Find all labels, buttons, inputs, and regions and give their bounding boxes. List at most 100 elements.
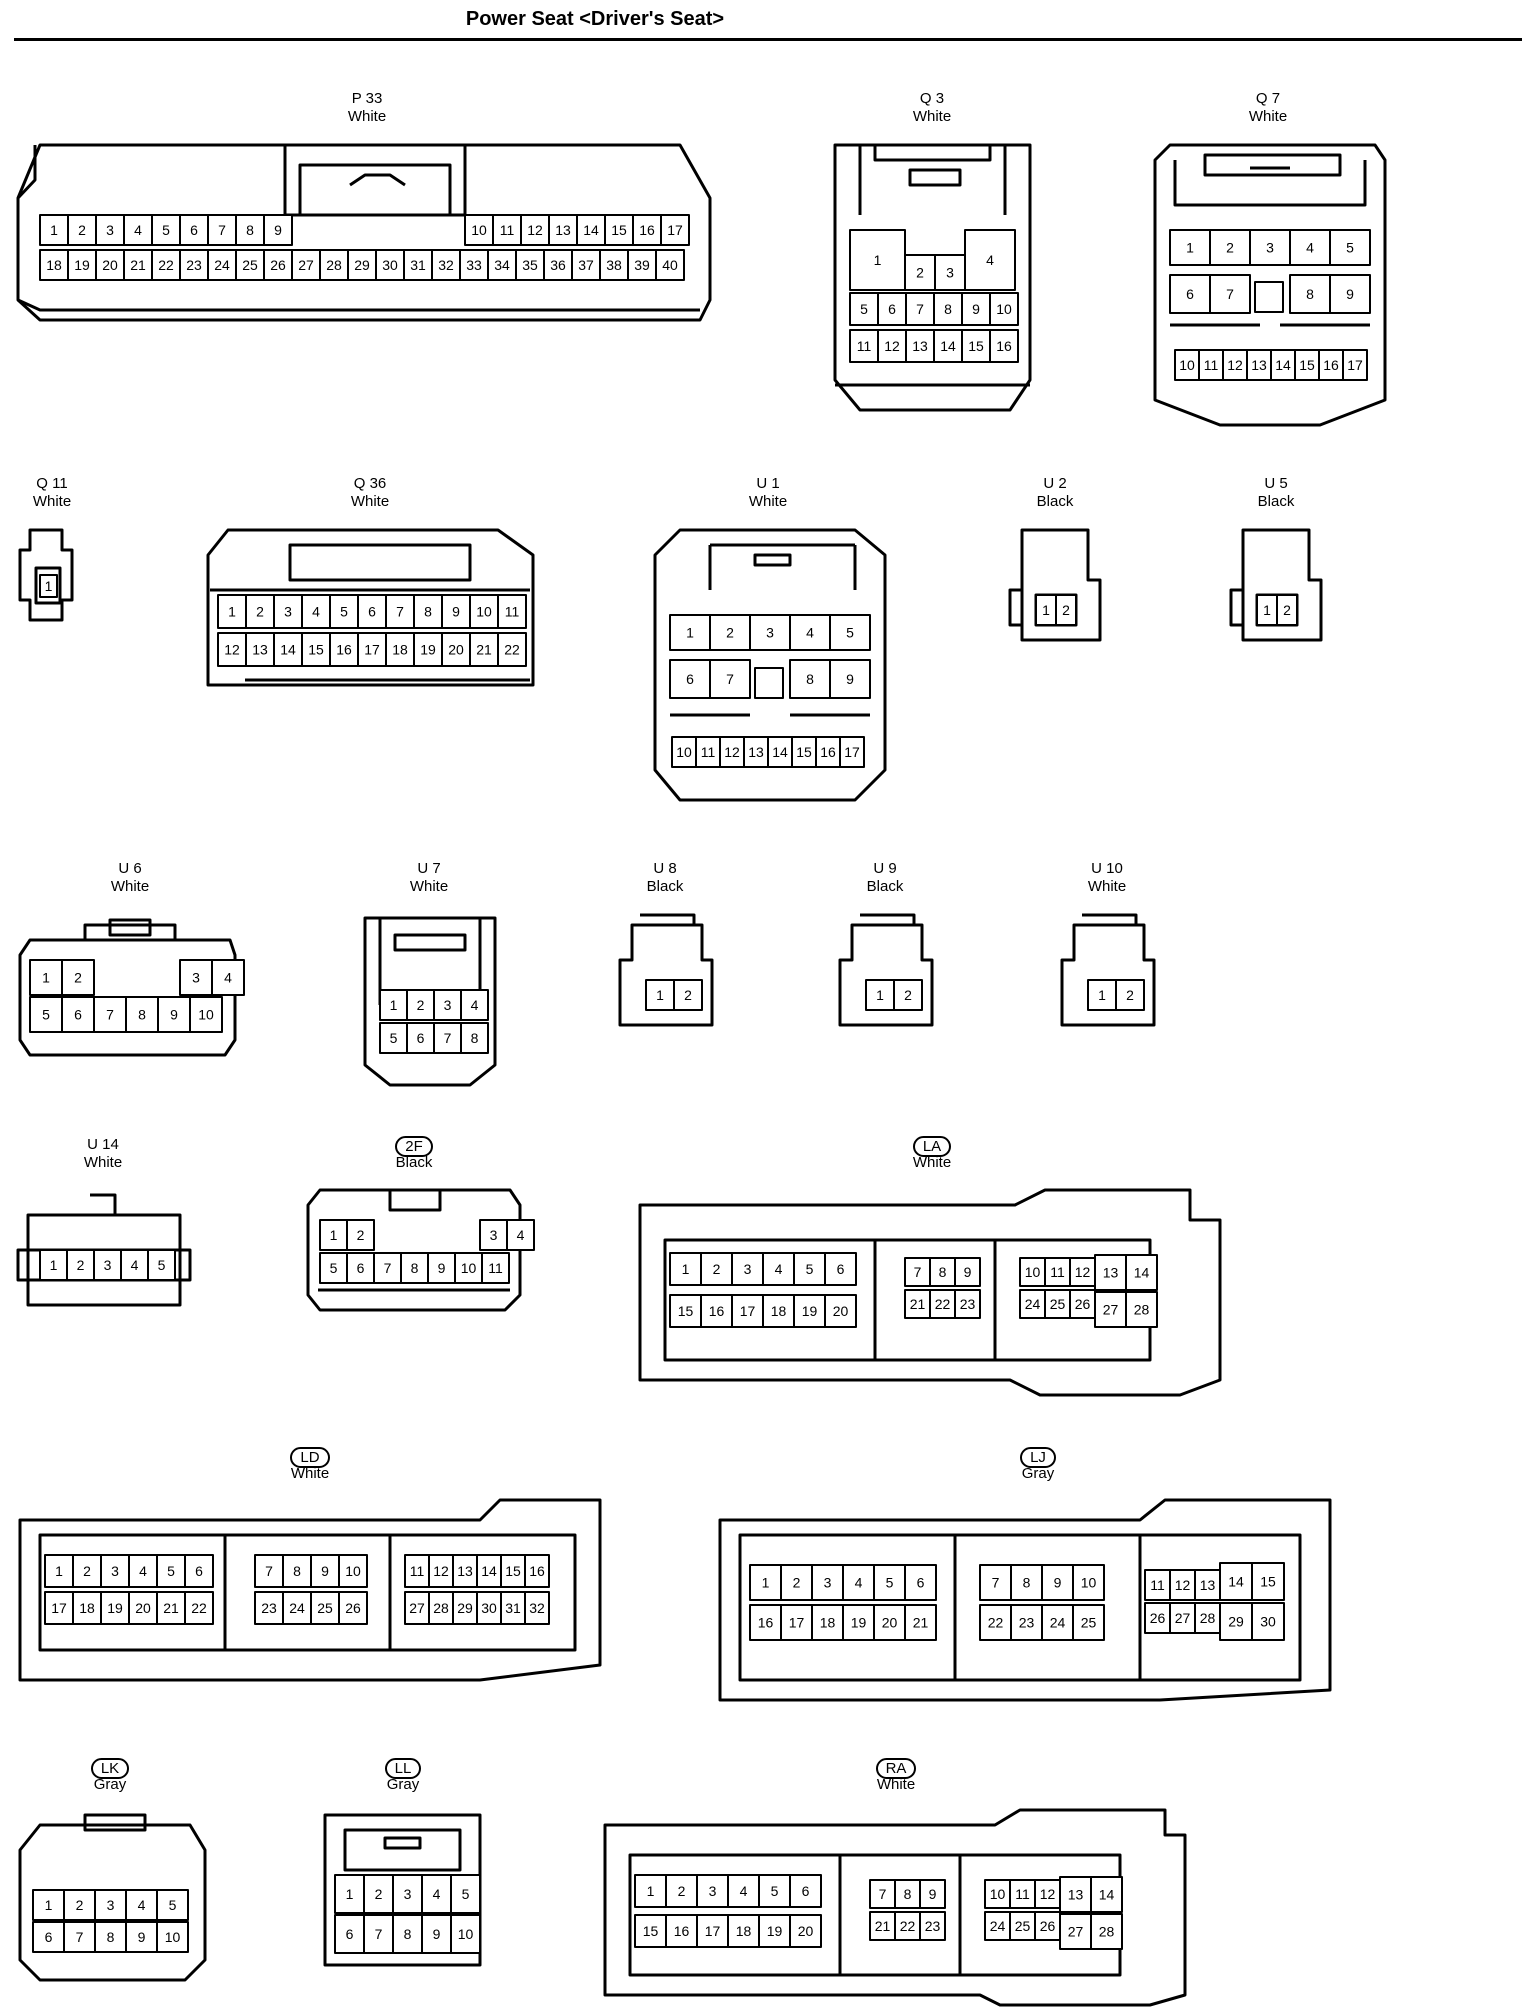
- pin-cell: 40: [655, 249, 685, 281]
- pin-cell: 10: [989, 292, 1019, 326]
- pin-number: 1: [874, 252, 882, 268]
- pin-number: 2: [78, 222, 86, 238]
- pin-number: 10: [990, 1886, 1006, 1902]
- pin-number: 4: [775, 1261, 783, 1277]
- pin-number: 4: [139, 1563, 147, 1579]
- pin-cell: 4: [727, 1874, 760, 1908]
- pin-cell: 17: [839, 736, 865, 768]
- pin-number: 24: [990, 1918, 1006, 1934]
- pin-cell: 14: [933, 329, 963, 363]
- pin-number: 1: [876, 987, 884, 1003]
- pin-number: 7: [396, 604, 404, 620]
- pin-cell: 10: [156, 1921, 189, 1953]
- pin-number: 26: [1150, 1610, 1166, 1626]
- pin-cell: 9: [427, 1252, 456, 1284]
- connector-lj: [718, 1498, 1332, 1702]
- pin-cell: 13: [1194, 1569, 1221, 1601]
- pin-number: 25: [242, 257, 258, 273]
- pin-number: 13: [1200, 1577, 1216, 1593]
- pin-cell: 8: [929, 1257, 956, 1287]
- connector-color: White: [350, 493, 390, 510]
- connector-code: LK: [30, 1758, 190, 1779]
- pin-cell: 24: [984, 1911, 1011, 1941]
- pin-number: 5: [846, 625, 854, 641]
- pin-number: 3: [192, 970, 200, 986]
- pin-cell: 6: [669, 659, 711, 699]
- pin-number: 30: [382, 257, 398, 273]
- pin-cell: 5: [147, 1249, 176, 1281]
- pin-cell: 23: [954, 1289, 981, 1319]
- pin-cell: 13: [245, 632, 275, 667]
- pin-cell: 9: [1041, 1564, 1074, 1601]
- connector-u1: [653, 528, 887, 802]
- pin-cell: 8: [125, 996, 159, 1033]
- pin-cell: 14: [576, 214, 606, 246]
- pin-cell: 21: [904, 1289, 931, 1319]
- connector-color: White: [912, 1154, 952, 1171]
- pin-number: 4: [134, 222, 142, 238]
- pin-number: 1: [682, 1261, 690, 1277]
- pin-number: 35: [522, 257, 538, 273]
- connector-color: White: [912, 108, 952, 125]
- pin-cell: 15: [1294, 349, 1320, 381]
- pin-number: 8: [138, 1007, 146, 1023]
- pin-cell: 19: [842, 1604, 875, 1641]
- pin-cell: 2: [61, 959, 95, 996]
- pin-cell: 25: [1009, 1911, 1036, 1941]
- pin-number: 2: [1226, 240, 1234, 256]
- pin-number: 28: [1134, 1302, 1150, 1318]
- pin-cell: 16: [665, 1914, 698, 1948]
- connector-color: Black: [866, 878, 904, 895]
- pin-number: 27: [1068, 1924, 1084, 1940]
- pin-number: 8: [293, 1563, 301, 1579]
- pin-number: 13: [252, 642, 268, 658]
- pin-cell: 10: [189, 996, 223, 1033]
- pin-cell: 25: [1072, 1604, 1105, 1641]
- pin-cell: 9: [310, 1554, 340, 1588]
- pin-cell: 26: [263, 249, 293, 281]
- pin-number: 2: [417, 997, 425, 1013]
- pin-number: 22: [504, 642, 520, 658]
- pin-number: 21: [130, 257, 146, 273]
- pin-number: 1: [346, 1886, 354, 1902]
- pin-number: 27: [298, 257, 314, 273]
- pin-cell: 12: [1222, 349, 1248, 381]
- pin-cell: 6: [184, 1554, 214, 1588]
- pin-number: 7: [916, 301, 924, 317]
- connector-color: White: [290, 1465, 330, 1482]
- pin-number: 16: [996, 338, 1012, 354]
- pin-number: 12: [224, 642, 240, 658]
- pin-cell: 31: [500, 1591, 526, 1625]
- pin-cell: 21: [869, 1911, 896, 1941]
- connector-ld: [18, 1498, 602, 1682]
- pin-number: 3: [444, 997, 452, 1013]
- pin-number: 6: [45, 1929, 53, 1945]
- pin-number: 22: [191, 1600, 207, 1616]
- connector-q3: [833, 143, 1032, 412]
- pin-number: 13: [555, 222, 571, 238]
- pin-number: 11: [505, 604, 520, 620]
- pin-cell: 10: [1174, 349, 1200, 381]
- pin-cell: 8: [894, 1879, 921, 1909]
- pin-cell: 4: [120, 1249, 149, 1281]
- pin-number: 6: [346, 1926, 354, 1942]
- pin-number: 31: [410, 257, 426, 273]
- pin-number: 1: [45, 1897, 53, 1913]
- pin-number: 16: [709, 1303, 725, 1319]
- pin-number: 1: [1186, 240, 1194, 256]
- pin-cell: 6: [32, 1921, 65, 1953]
- pin-number: 10: [1081, 1575, 1097, 1591]
- pin-number: 20: [882, 1615, 898, 1631]
- pin-cell: 11: [481, 1252, 510, 1284]
- pin-cell: 27: [404, 1591, 430, 1625]
- connector-code: LJ: [958, 1447, 1118, 1468]
- pin-number: 13: [748, 744, 764, 760]
- pin-cell: 9: [1329, 274, 1371, 314]
- pin-cell: 1: [1035, 594, 1057, 626]
- pin-number: 14: [1134, 1265, 1150, 1281]
- pin-cell: 19: [413, 632, 443, 667]
- pin-number: 28: [1099, 1924, 1115, 1940]
- pin-cell: 5: [156, 1889, 189, 1921]
